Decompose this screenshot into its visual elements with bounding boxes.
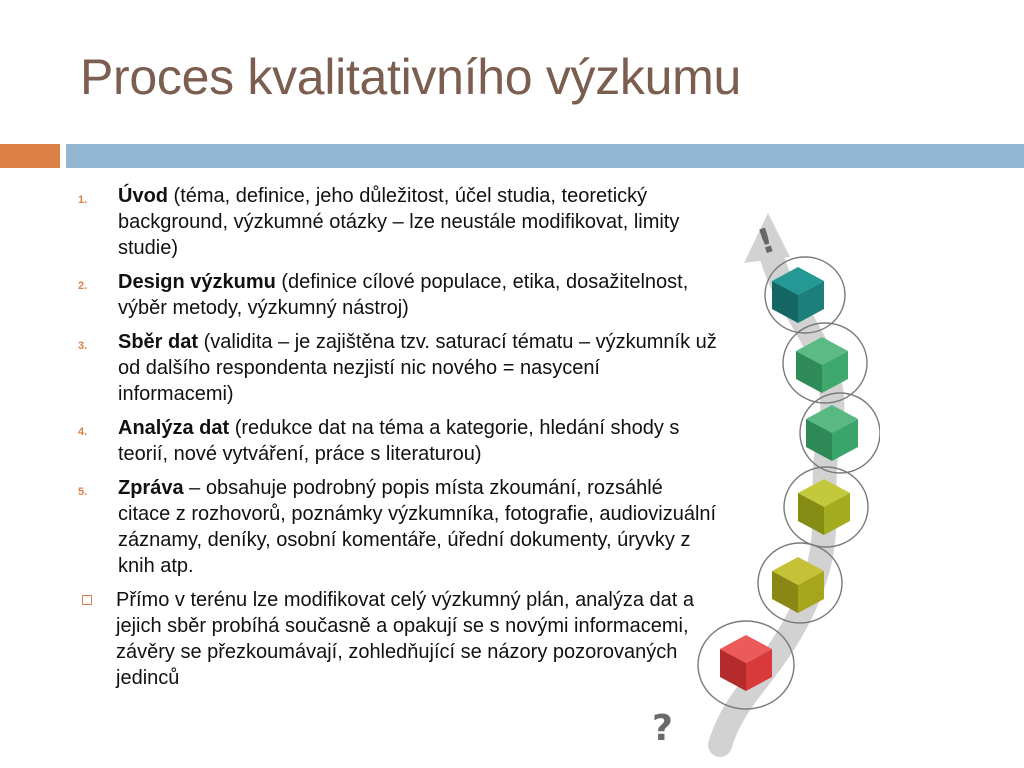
step-term: Sběr dat [118,331,199,353]
cube-3-icon [806,405,858,461]
step-description: (validita – je zajištěna tzv. saturací t… [118,331,717,405]
note-bullet: Přímo v terénu lze modifikovat celý výzk… [78,587,718,691]
process-step-5: 5. Zpráva – obsahuje podrobný popis míst… [78,475,718,579]
note-text: Přímo v terénu lze modifikovat celý výzk… [116,589,695,689]
step-description: – obsahuje podrobný popis místa zkoumání… [118,477,717,577]
spiral-rings [697,256,880,710]
step-number: 1. [78,194,88,206]
step-description: (redukce dat na téma a kategorie, hledán… [118,417,680,465]
slide-title: Proces kvalitativního výzkumu [80,49,742,105]
process-step-2: 2. Design výzkumu (definice cílové popul… [78,269,718,321]
step-term: Design výzkumu [118,271,276,293]
process-step-1: 1. Úvod (téma, definice, jeho důležitost… [78,183,718,261]
accent-bar-orange [0,144,60,168]
process-steps-list: 1. Úvod (téma, definice, jeho důležitost… [78,183,718,579]
step-number: 4. [78,426,88,438]
step-number: 3. [78,340,88,352]
process-spiral-illustration: ! ? [652,213,880,757]
accent-bar-blue [66,144,1024,168]
cube-4-icon [798,479,850,535]
step-number: 2. [78,280,88,292]
step-description: (definice cílové populace, etika, dosaži… [118,271,689,319]
cube-1-icon [772,267,824,323]
square-bullet-icon [82,595,92,605]
slide-content: 1. Úvod (téma, definice, jeho důležitost… [78,183,718,691]
cube-6-icon [720,635,772,691]
step-description: (téma, definice, jeho důležitost, účel s… [118,185,680,259]
question-mark-icon: ? [652,708,673,749]
process-step-3: 3. Sběr dat (validita – je zajištěna tzv… [78,329,718,407]
cube-2-icon [796,337,848,393]
cube-5-icon [772,557,824,613]
arrow-head-icon [744,213,790,263]
step-number: 5. [78,486,88,498]
step-term: Úvod [118,185,168,207]
step-term: Analýza dat [118,417,230,439]
step-term: Zpráva [118,477,184,499]
process-step-4: 4. Analýza dat (redukce dat na téma a ka… [78,415,718,467]
